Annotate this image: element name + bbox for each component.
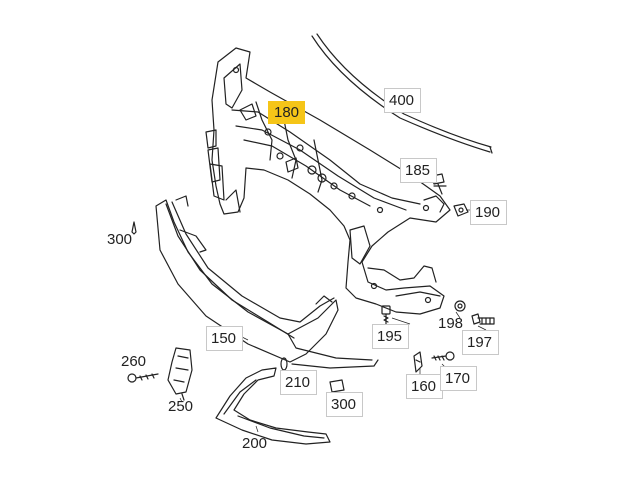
part-label-300-lower[interactable]: 300: [326, 392, 364, 417]
air-guide-150: [155, 195, 379, 369]
screw-260: [127, 373, 159, 383]
bracket-250: [167, 347, 193, 401]
screw-170: [431, 351, 455, 361]
front-carrier-180: [205, 47, 451, 315]
trim-strip-200: [215, 367, 331, 445]
part-label-197[interactable]: 197: [462, 330, 500, 355]
clip-300-lower: [329, 379, 345, 393]
part-label-260[interactable]: 260: [121, 353, 147, 370]
part-label-180[interactable]: 180: [268, 101, 306, 124]
bolt-195: [381, 305, 391, 325]
part-label-200[interactable]: 200: [242, 435, 268, 452]
part-label-400[interactable]: 400: [384, 88, 422, 113]
washer-198: [454, 300, 466, 312]
part-label-150[interactable]: 150: [206, 326, 244, 351]
part-label-210[interactable]: 210: [280, 370, 318, 395]
part-label-250[interactable]: 250: [168, 398, 194, 415]
part-label-170[interactable]: 170: [440, 366, 478, 391]
bolt-197: [471, 313, 495, 325]
clip-300-left: [131, 221, 137, 235]
part-label-185[interactable]: 185: [400, 158, 438, 183]
part-label-160[interactable]: 160: [406, 374, 444, 399]
clip-160: [413, 351, 423, 373]
part-label-300-left[interactable]: 300: [107, 231, 133, 248]
part-label-190[interactable]: 190: [470, 200, 508, 225]
part-label-198[interactable]: 198: [438, 315, 464, 332]
clip-nut-190: [453, 203, 469, 217]
part-label-195[interactable]: 195: [372, 324, 410, 349]
